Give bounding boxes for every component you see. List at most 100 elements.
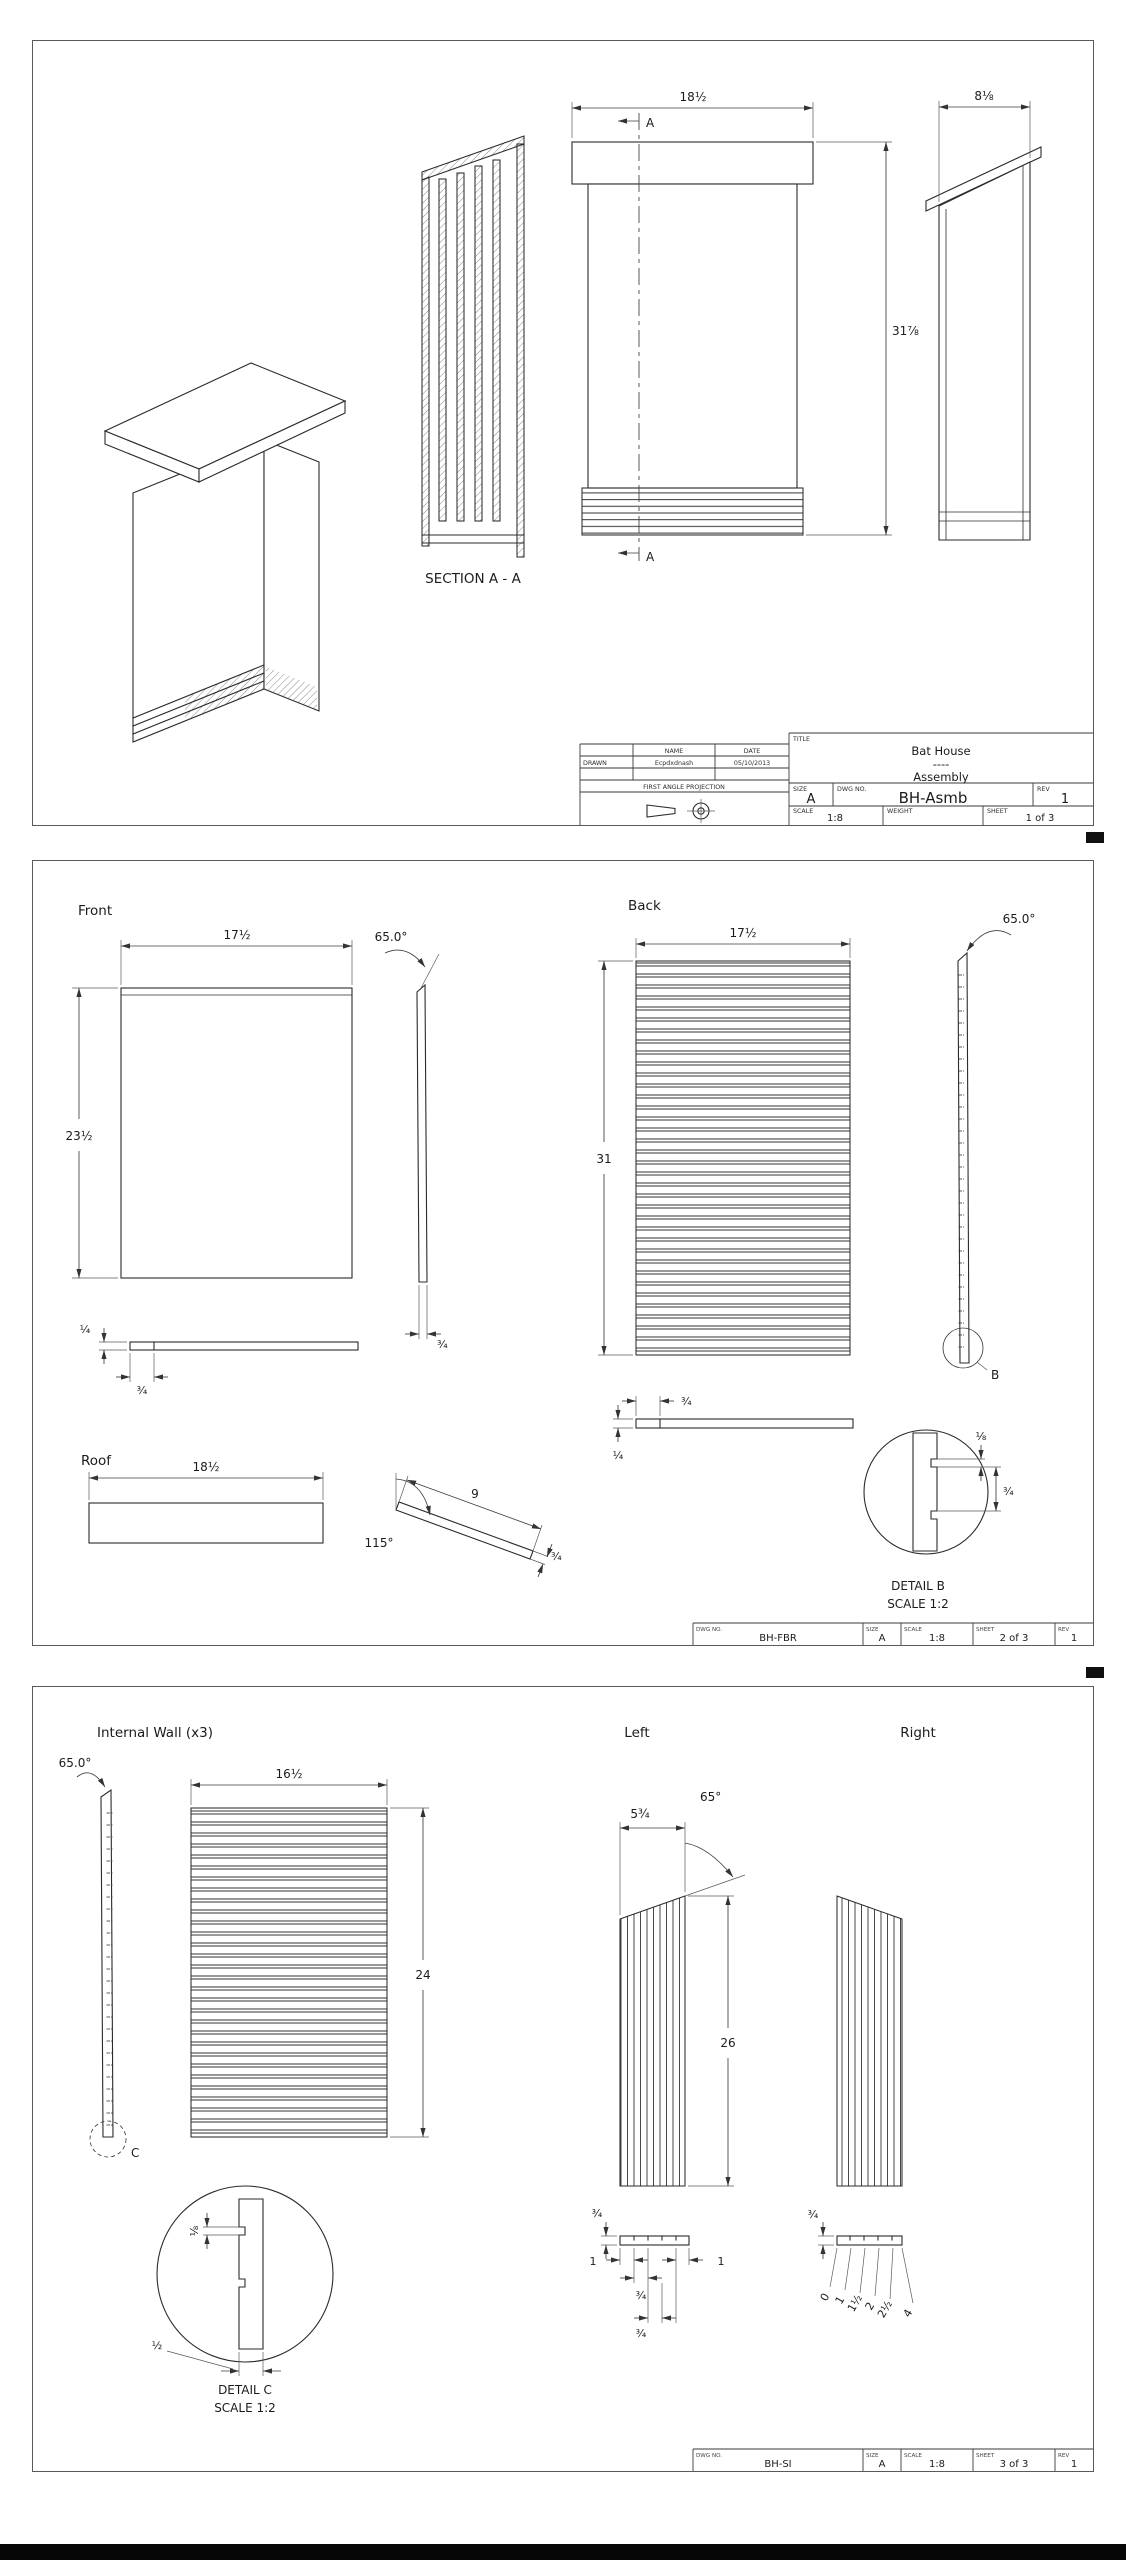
- dim-roof-angle: 115°: [365, 1536, 394, 1550]
- right-bottom-view: [836, 2235, 903, 2246]
- dim-front-bottom-thickness: ¼: [80, 1323, 91, 1336]
- sheet-value: 2 of 3: [1000, 1633, 1029, 1644]
- detail-b-title: DETAIL B: [891, 1579, 945, 1593]
- name-header: NAME: [665, 748, 683, 755]
- detail-b-view: ⅛ ¾ DETAIL B SCALE 1:2: [863, 1429, 1014, 1611]
- section-front-wall: [421, 176, 430, 547]
- ordinate-1: 1: [833, 2294, 848, 2307]
- sheet-2-front-back-roof: Front 17½ 23½ 65.0° ¼: [32, 860, 1094, 1646]
- detail-b-kerf-profile: [912, 1432, 938, 1552]
- rev-value: 1: [1071, 2459, 1077, 2470]
- right-panel-outline: [836, 1895, 903, 2187]
- left-bottom-view: [619, 2235, 690, 2246]
- scale-value: 1:8: [929, 1633, 945, 1644]
- dim-left-end-left: 1: [590, 2255, 597, 2268]
- back-bottom-view: [635, 1418, 854, 1429]
- dim-internal-height: 24: [415, 1968, 430, 1982]
- scale-label: SCALE: [904, 2453, 922, 2459]
- isometric-view: [103, 362, 347, 743]
- right-ordinate-dims: 0 1 1½ 2 2½ 4: [818, 2247, 916, 2320]
- scale-value: 1:8: [929, 2459, 945, 2470]
- ordinate-0: 0: [818, 2291, 833, 2304]
- dim-back-height: 31: [596, 1152, 611, 1166]
- section-mark-top: A: [646, 116, 655, 130]
- roof-edge-view: [395, 1501, 534, 1560]
- detail-c-scale: SCALE 1:2: [214, 2401, 276, 2415]
- rev-value: 1: [1071, 1633, 1077, 1644]
- front-panel-view: Front 17½ 23½ 65.0° ¼: [66, 903, 448, 1397]
- front-bottom-view: [129, 1341, 359, 1351]
- dwg-value: BH-Asmb: [899, 789, 968, 807]
- detail-c-dim-groove: ⅛: [188, 2225, 201, 2236]
- iso-louver-hatch-side: [266, 667, 317, 710]
- iso-louver-hatch-front: [185, 665, 264, 721]
- internal-wall-view: Internal Wall (x3) 65.0° C 16½ 24: [59, 1725, 431, 2160]
- right-label: Right: [900, 1725, 936, 1741]
- detail-c-ref: C: [131, 2146, 139, 2160]
- detail-c-kerf-profile: [238, 2198, 264, 2350]
- left-label: Left: [624, 1725, 649, 1741]
- scale-label: SCALE: [793, 808, 813, 815]
- dim-front-width: 17½: [224, 928, 251, 942]
- size-value: A: [807, 792, 816, 807]
- projection-label: FIRST ANGLE PROJECTION: [643, 784, 725, 791]
- front-body-outline: [587, 183, 798, 489]
- weight-label: WEIGHT: [887, 808, 913, 815]
- sheet-label: SHEET: [976, 2453, 995, 2459]
- bottom-scan-bar: [0, 2544, 1126, 2560]
- back-panel-outline: [635, 960, 851, 1356]
- sheet1-drawing: SECTION A - A 18½ A A 31⅞: [103, 89, 1093, 825]
- scale-value: 1:8: [827, 813, 843, 824]
- internal-wall-label: Internal Wall (x3): [97, 1725, 213, 1741]
- front-louver-vent: [581, 487, 804, 536]
- dim-left-height: 26: [720, 2036, 735, 2050]
- ordinate-5: 4: [901, 2307, 916, 2320]
- right-side-view: Right ¾ 0 1 1½: [808, 1725, 936, 2320]
- drawn-date: 05/10/2013: [734, 760, 770, 767]
- dim-left-thickness: ¾: [592, 2207, 603, 2220]
- size-label: SIZE: [866, 1627, 879, 1633]
- ordinate-2: 1½: [845, 2292, 865, 2314]
- size-value: A: [879, 2459, 886, 2470]
- page-separator-mark-2: [1086, 1667, 1104, 1678]
- size-label: SIZE: [866, 2453, 879, 2459]
- detail-c-view: ⅛ ½ DETAIL C SCALE 1:2: [152, 2185, 334, 2415]
- dim-front-height: 31⅞: [892, 324, 919, 338]
- ordinate-4: 2½: [875, 2298, 895, 2320]
- size-label: SIZE: [793, 786, 807, 793]
- dim-side-width: 8⅛: [974, 89, 994, 103]
- dim-front-angle: 65.0°: [375, 930, 408, 944]
- iso-body-side-face: [263, 439, 320, 712]
- scale-label: SCALE: [904, 1627, 922, 1633]
- sheet-value: 3 of 3: [1000, 2459, 1029, 2470]
- title-block: TITLE Bat House ---- Assembly NAME DATE …: [579, 732, 1093, 825]
- front-label: Front: [78, 903, 112, 919]
- detail-b-dim-groove: ⅛: [976, 1430, 987, 1443]
- dim-left-kerf1: ¾: [636, 2289, 647, 2302]
- front-view: 18½ A A 31⅞: [571, 90, 919, 564]
- dwg-label: DWG NO.: [837, 786, 866, 793]
- rev-label: REV: [1058, 1627, 1069, 1633]
- dwg-value: BH-SI: [764, 2459, 791, 2470]
- back-label: Back: [628, 898, 661, 914]
- dim-roof-width: 18½: [193, 1460, 220, 1474]
- sheet-label: SHEET: [976, 1627, 995, 1633]
- detail-b-ref: B: [991, 1368, 999, 1382]
- dim-left-end-right: 1: [718, 2255, 725, 2268]
- dim-back-width: 17½: [730, 926, 757, 940]
- page-separator-mark-1: [1086, 832, 1104, 843]
- first-angle-projection-icon: [646, 799, 715, 823]
- ordinate-3: 2: [863, 2300, 878, 2313]
- detail-c-boundary: [89, 2120, 127, 2158]
- detail-c-title: DETAIL C: [218, 2383, 272, 2397]
- section-view-a-a: SECTION A - A: [421, 135, 525, 587]
- dim-left-kerf2: ¾: [636, 2327, 647, 2340]
- detail-b-scale: SCALE 1:2: [887, 1597, 949, 1611]
- detail-b-dim-spacing: ¾: [1003, 1485, 1014, 1498]
- drawn-name: Ecpdxdnash: [655, 760, 693, 767]
- dwg-value: BH-FBR: [759, 1633, 797, 1644]
- dwg-label: DWG NO.: [696, 1627, 722, 1633]
- front-edge-view: [416, 983, 428, 1283]
- dim-front-height: 23½: [66, 1129, 93, 1143]
- section-back-wall: [516, 143, 525, 558]
